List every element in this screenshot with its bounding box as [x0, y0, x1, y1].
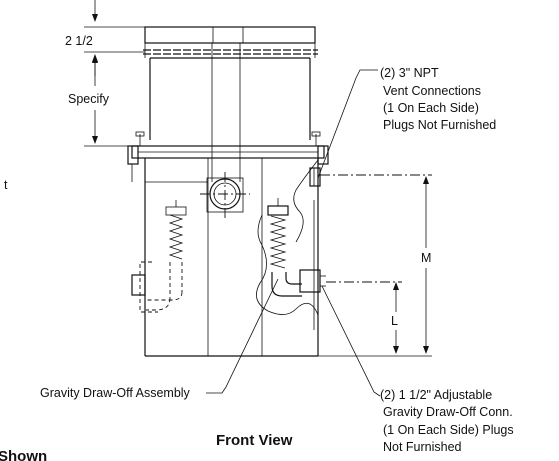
adjustable-callout: (2) 1 1/2" Adjustable Gravity Draw-Off C…	[380, 388, 517, 454]
dimension-l	[326, 281, 402, 354]
assembly-callout: Gravity Draw-Off Assembly	[40, 386, 191, 400]
clipped-bottom-fragment: Shown	[0, 448, 47, 461]
clipped-left-fragment: t	[4, 178, 8, 192]
assembly-callout-leader	[206, 278, 279, 394]
hidden-draw-off-assembly	[139, 200, 187, 313]
vent-callout: (2) 3" NPT Vent Connections (1 On Each S…	[380, 66, 496, 132]
interceptor-body	[131, 158, 319, 357]
dimension-m-label: M	[421, 251, 431, 265]
dimension-top-height	[84, 0, 145, 76]
dimension-extension	[84, 54, 135, 147]
extension-collar	[135, 43, 321, 182]
body-flange	[127, 145, 329, 182]
dimension-top-height-label: 2 1/2	[65, 34, 93, 48]
center-fitting	[200, 172, 250, 218]
vent-callout-leader	[317, 69, 378, 179]
top-cover	[143, 26, 318, 58]
gravity-draw-off-assembly	[267, 198, 326, 297]
view-title: Front View	[216, 432, 293, 449]
dimension-extension-label: Specify	[68, 92, 110, 106]
vent-connection	[309, 167, 321, 187]
cutaway-section	[256, 159, 319, 330]
adjustable-callout-leader	[321, 285, 381, 397]
dimension-m	[318, 174, 432, 357]
dimension-l-label: L	[391, 314, 398, 328]
